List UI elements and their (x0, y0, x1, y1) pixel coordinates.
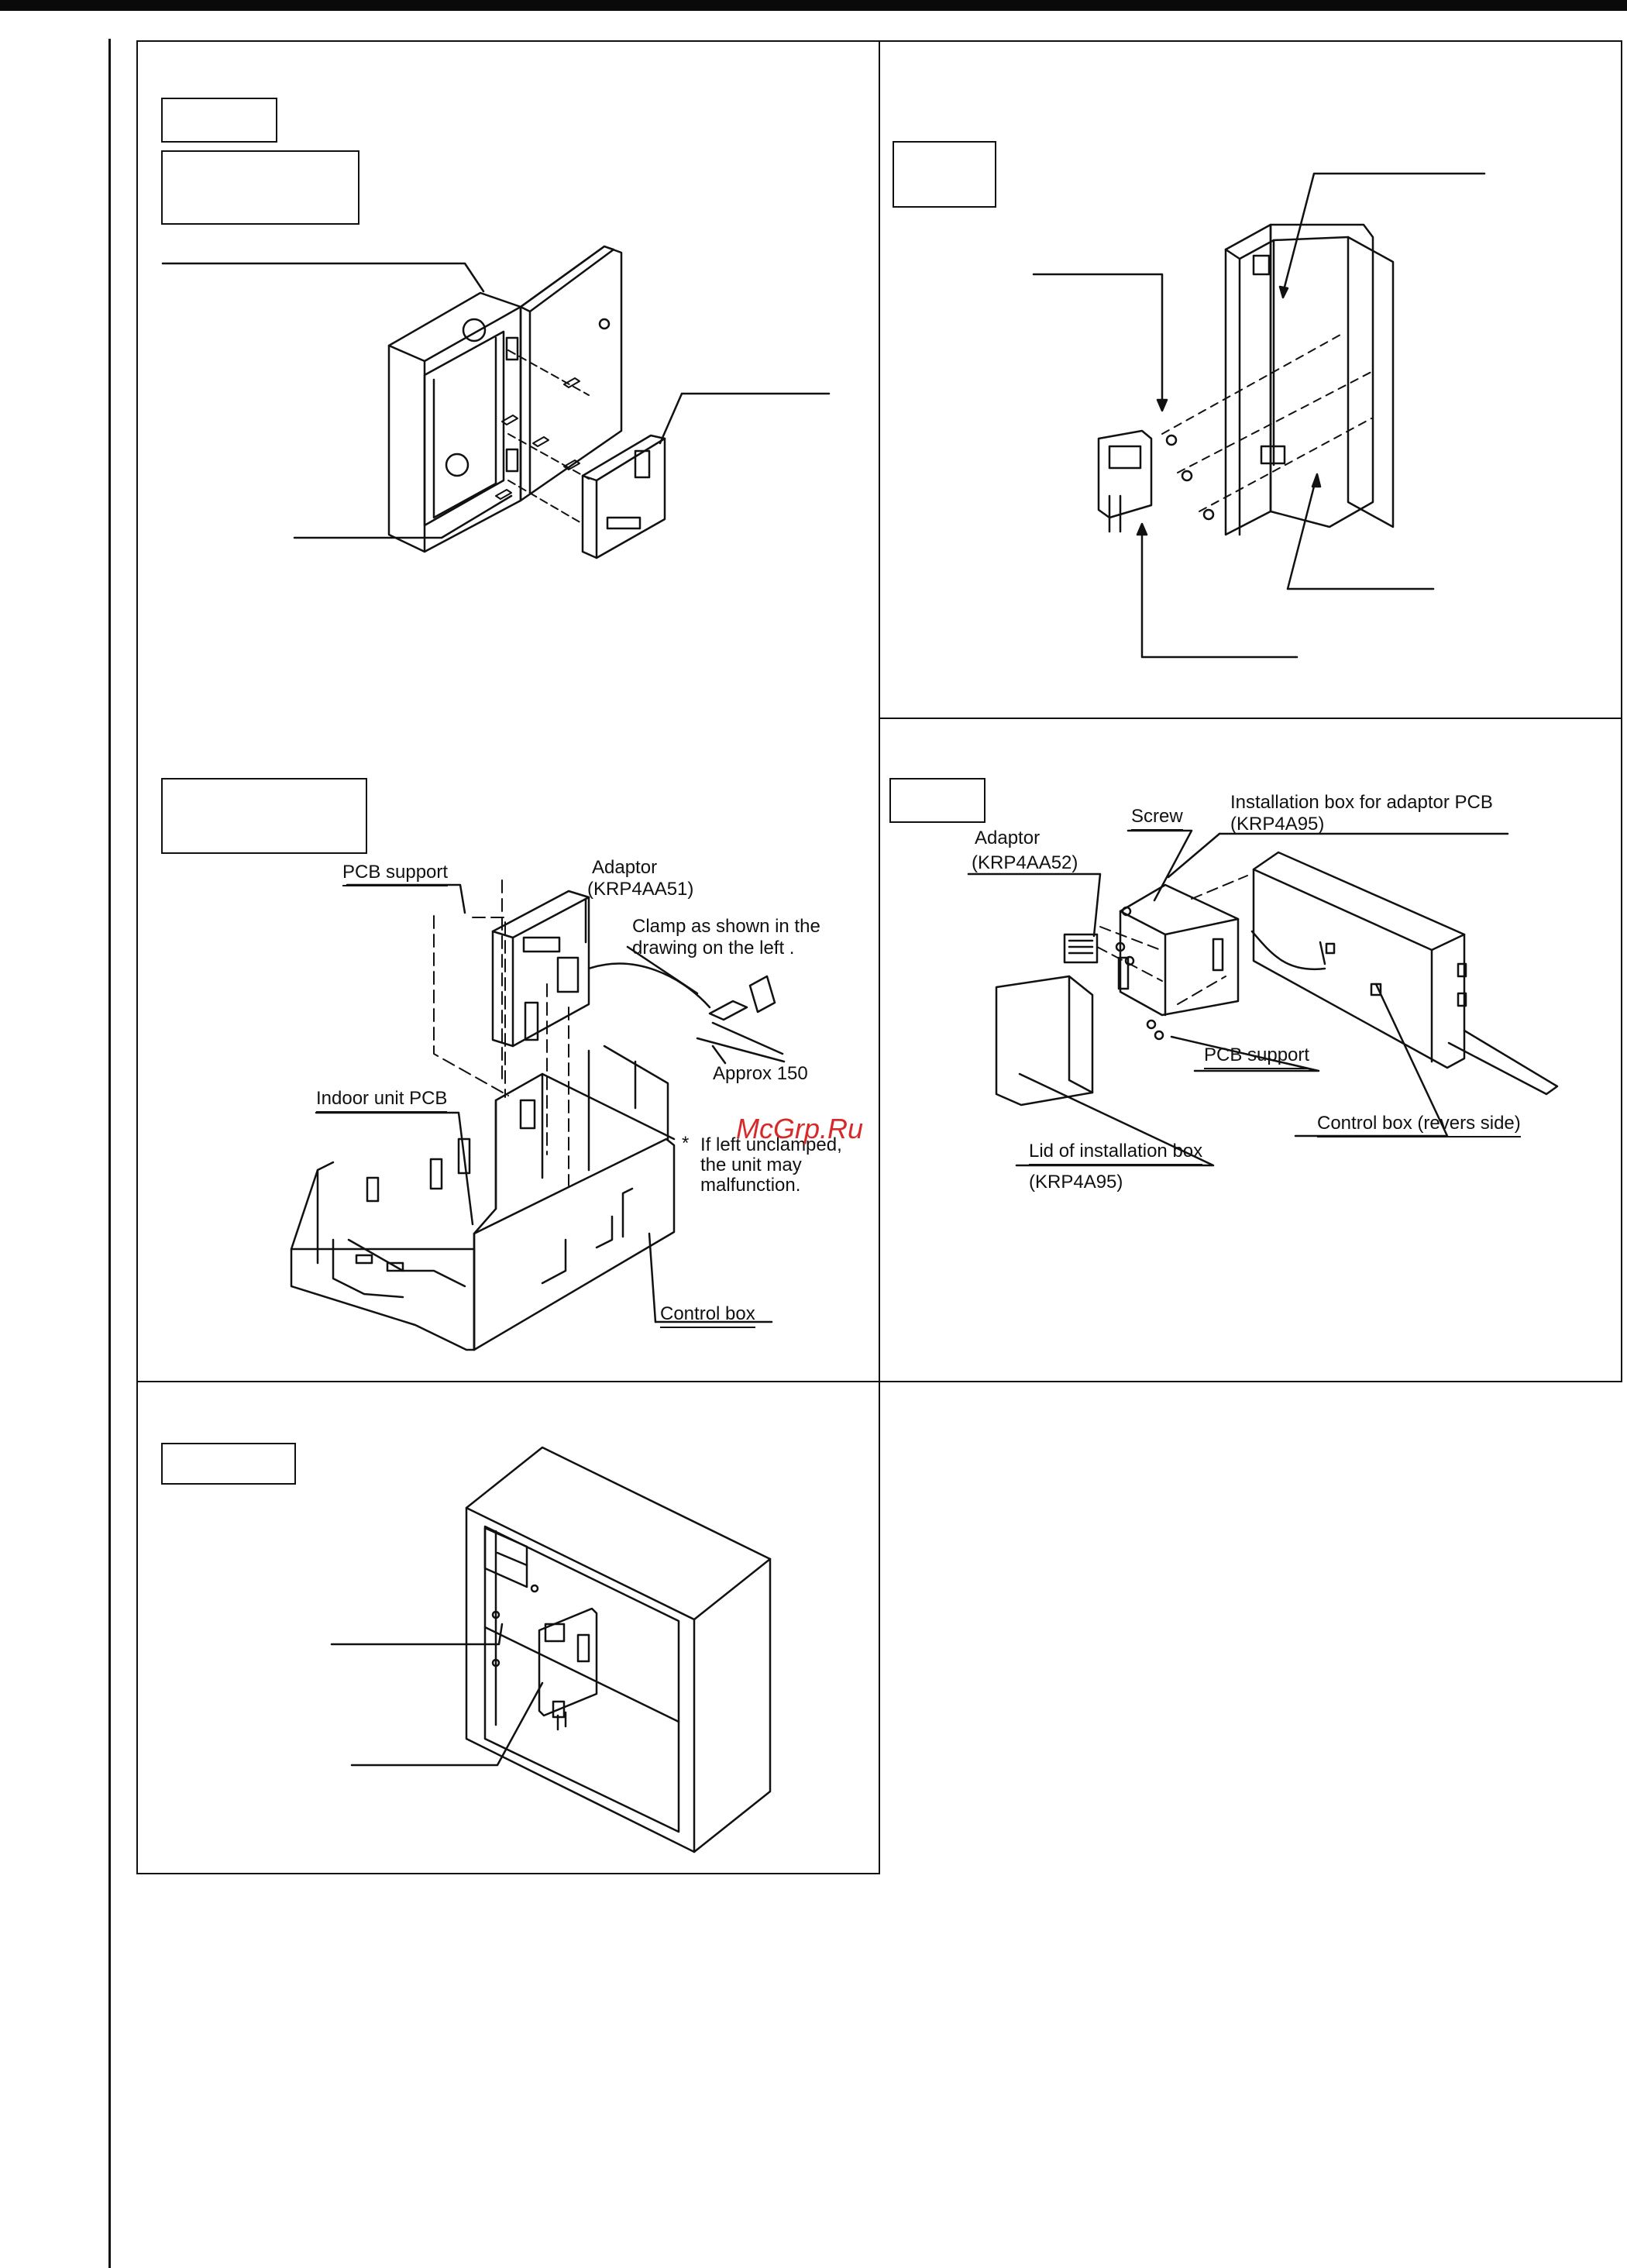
panel-a-subtag (161, 150, 359, 225)
panel-d-tag (889, 778, 985, 823)
panel-c-tag (161, 778, 367, 854)
page-left-margin-rule (108, 39, 111, 2268)
panel-d-adaptor-model-label: (KRP4AA52) (972, 852, 1078, 873)
panel-e-box-drawing (332, 1447, 770, 1852)
page-top-rule (0, 0, 1627, 11)
panel-d (879, 718, 1622, 1382)
panel-c-control-box-drawing (291, 880, 784, 1350)
panel-b-box-drawing (1034, 174, 1484, 657)
panel-c-note-line-1: If left unclamped, (700, 1134, 842, 1155)
panel-c-note-line-3: malfunction. (700, 1175, 801, 1196)
panel-e-tag (161, 1443, 296, 1485)
panel-d-install-box-label-1: Installation box for adaptor PCB (1230, 792, 1493, 813)
watermark: McGrp.Ru (736, 1113, 864, 1144)
panel-d-lid-model-label: (KRP4A95) (1029, 1172, 1123, 1193)
panel-a-tag (161, 98, 277, 143)
panel-c-pcb-support-label: PCB support (342, 862, 449, 886)
panel-c-control-box-label: Control box (660, 1303, 755, 1328)
panel-d-adaptor-label: Adaptor (975, 828, 1041, 848)
panel-e (136, 1381, 880, 1874)
panel-c-adaptor-model-label: (KRP4AA51) (587, 879, 694, 900)
panel-c-clamp-label-1: Clamp as shown in the (632, 916, 820, 937)
panel-c-clamp-label-2: drawing on the left . (632, 938, 795, 958)
panel-d-pcb-support-label: PCB support (1204, 1045, 1310, 1069)
panel-c-approx-label: Approx 150 (713, 1063, 808, 1084)
panel-c-indoor-pcb-label: Indoor unit PCB (316, 1088, 448, 1113)
panel-c-adaptor-label: Adaptor (592, 857, 658, 878)
panel-c-note-star: * (682, 1133, 690, 1154)
panel-d-install-box-label-2: (KRP4A95) (1230, 814, 1325, 835)
panel-d-lid-label: Lid of installation box (1029, 1141, 1203, 1165)
panel-c-note-line-2: the unit may (700, 1155, 802, 1175)
panel-a-box-drawing (163, 246, 829, 558)
panel-d-screw-label: Screw (1131, 806, 1183, 831)
panel-d-control-box-label: Control box (revers side) (1317, 1113, 1521, 1137)
panel-b-tag (893, 141, 996, 208)
